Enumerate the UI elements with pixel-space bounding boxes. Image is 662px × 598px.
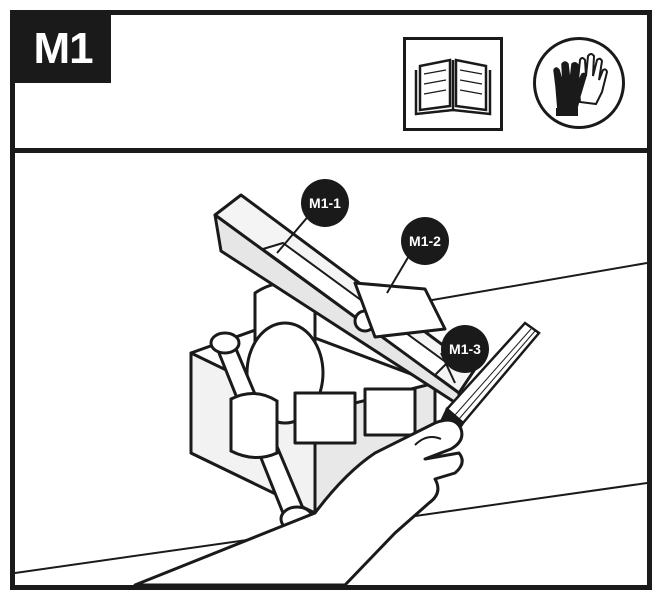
protective-gloves-icon [553, 53, 609, 116]
instruction-frame: M1 [10, 10, 652, 590]
step-badge: M1 [15, 15, 111, 83]
guide-bar [213, 193, 477, 407]
vise-handle [209, 331, 315, 533]
wear-gloves-icon-circle [533, 37, 625, 129]
open-book-icon [414, 58, 492, 116]
step-header: M1 [15, 15, 647, 153]
vise-scene [15, 193, 647, 585]
callout-m1-1: M1-1 [301, 179, 349, 227]
read-manual-icon-box [403, 37, 503, 131]
gloved-hand [133, 418, 464, 585]
callout-m1-3: M1-3 [441, 325, 489, 373]
sharpening-illustration: M1-1 M1-2 M1-3 [15, 153, 647, 585]
callout-m1-2: M1-2 [401, 217, 449, 265]
